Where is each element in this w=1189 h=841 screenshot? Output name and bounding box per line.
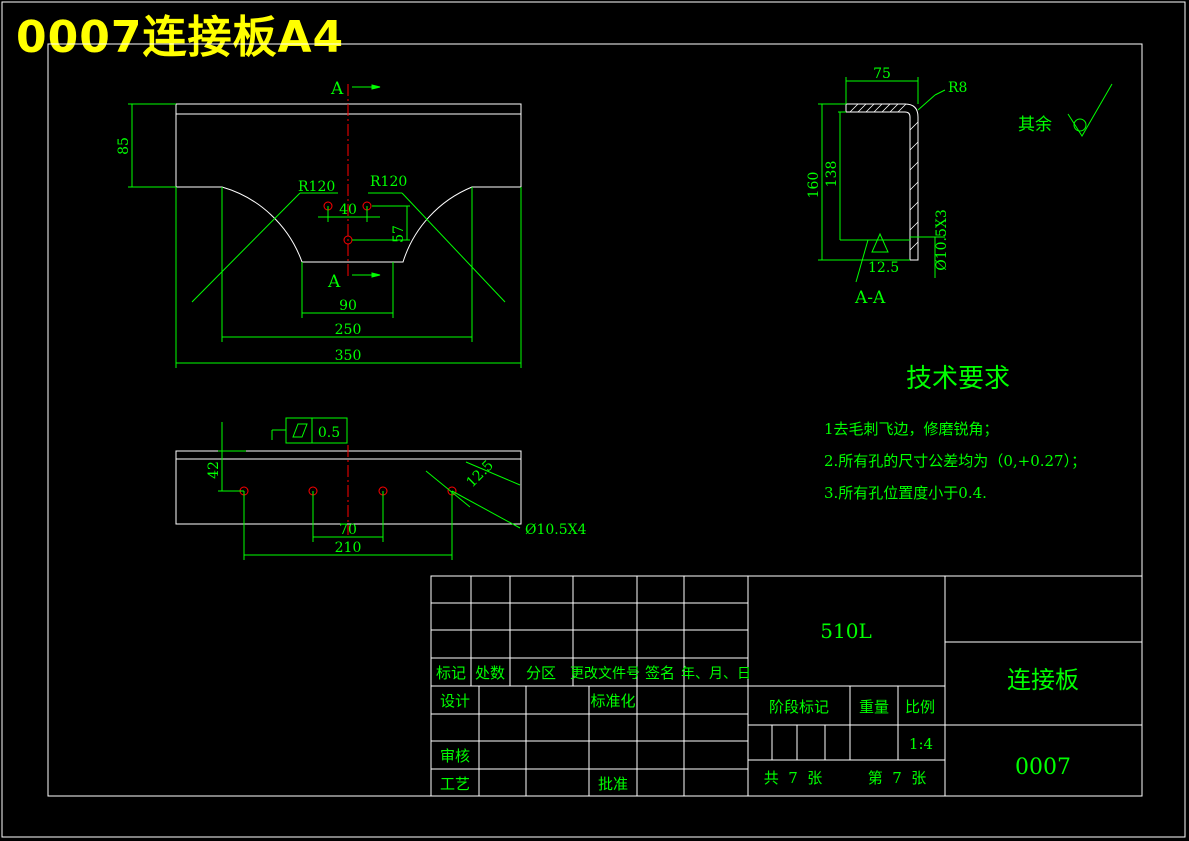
tech-requirement-2: 2.所有孔的尺寸公差均为（0,+0.27）； [824, 452, 1086, 470]
rev-header-date: 年、月、日 [681, 666, 751, 682]
section-radius: R8 [948, 80, 967, 96]
surface-finish: 其余 [1018, 83, 1113, 137]
dim-outer-spacing: 210 [335, 540, 362, 556]
tech-requirement-3: 3.所有孔位置度小于0.4. [824, 484, 987, 502]
title-block [430, 575, 1143, 797]
flatness-icon [292, 423, 308, 438]
role-review: 审核 [440, 747, 470, 765]
dim-chamfer: 12.5 [464, 457, 497, 490]
section-hole-spec: Ø10.5X3 [934, 209, 950, 271]
rev-header-zone: 分区 [526, 664, 556, 682]
bottom-hole-spec: Ø10.5X4 [525, 522, 587, 538]
dim-inner-width: 250 [335, 322, 362, 338]
surface-finish-label: 其余 [1018, 115, 1052, 135]
section-label-top: A [330, 79, 344, 99]
sheet-total: 共 7 张 [764, 769, 823, 787]
material: 510L [820, 619, 871, 643]
tech-requirements: 技术要求 1去毛刺飞边，修磨锐角； 2.所有孔的尺寸公差均为（0,+0.27）；… [824, 364, 1086, 502]
dim-total-width: 350 [335, 348, 362, 364]
dim-section-inner-height: 138 [824, 161, 840, 188]
dim-section-total-height: 160 [806, 172, 822, 199]
rev-header-mark: 标记 [436, 664, 466, 682]
tech-requirement-1: 1去毛刺飞边，修磨锐角； [824, 420, 999, 438]
part-name: 连接板 [1007, 666, 1079, 694]
front-view: A A 85 R120 R120 40 57 90 250 350 [116, 79, 522, 368]
dim-inner-spacing: 70 [339, 522, 357, 538]
front-view-outline [175, 103, 522, 263]
role-standard: 标准化 [590, 692, 635, 710]
surface-finish-circle-icon [1073, 118, 1087, 132]
flatness-symbol-box [285, 417, 313, 444]
surface-finish-icon [1067, 83, 1113, 137]
radius-right: R120 [370, 174, 407, 190]
stage-mark: 阶段标记 [769, 698, 829, 716]
title-block-text: 标记 处数 分区 更改文件号 签名 年、月、日 设计 标准化 审核 工艺 批准 … [436, 619, 1079, 793]
dim-hole-drop: 57 [391, 225, 407, 243]
section-profile [845, 103, 919, 261]
radius-left: R120 [298, 179, 335, 195]
drawing-no: 0007 [1015, 755, 1071, 780]
dim-section-width: 75 [873, 66, 891, 82]
section-label-bottom: A [327, 272, 341, 292]
flatness-value: 0.5 [318, 425, 340, 441]
rev-header-doc: 更改文件号 [570, 666, 640, 682]
drawing-title: 0007连接板A4 [16, 12, 345, 63]
bottom-view: 0.5 42 12.5 70 210 Ø10.5X4 [175, 417, 587, 560]
scale-value: 1:4 [909, 735, 933, 753]
weight-label: 重量 [859, 698, 889, 716]
sheet-index: 第 7 张 [868, 769, 927, 787]
role-design: 设计 [440, 692, 470, 710]
section-label: A-A [854, 288, 886, 308]
dim-bottom-width: 90 [339, 298, 357, 314]
dim-hole-spacing: 40 [339, 202, 357, 218]
dim-height: 85 [116, 137, 132, 155]
role-process: 工艺 [440, 775, 470, 793]
dim-section-hole-offset: 12.5 [868, 260, 899, 276]
scale-label: 比例 [905, 698, 935, 716]
rev-header-sign: 签名 [645, 664, 675, 682]
section-view: 75 R8 160 138 12.5 Ø10.5X3 A-A [806, 66, 967, 308]
rev-header-count: 处数 [475, 664, 505, 682]
role-approve: 批准 [598, 775, 628, 793]
dim-hole-height: 42 [206, 461, 222, 479]
tech-requirements-heading: 技术要求 [906, 364, 1010, 394]
